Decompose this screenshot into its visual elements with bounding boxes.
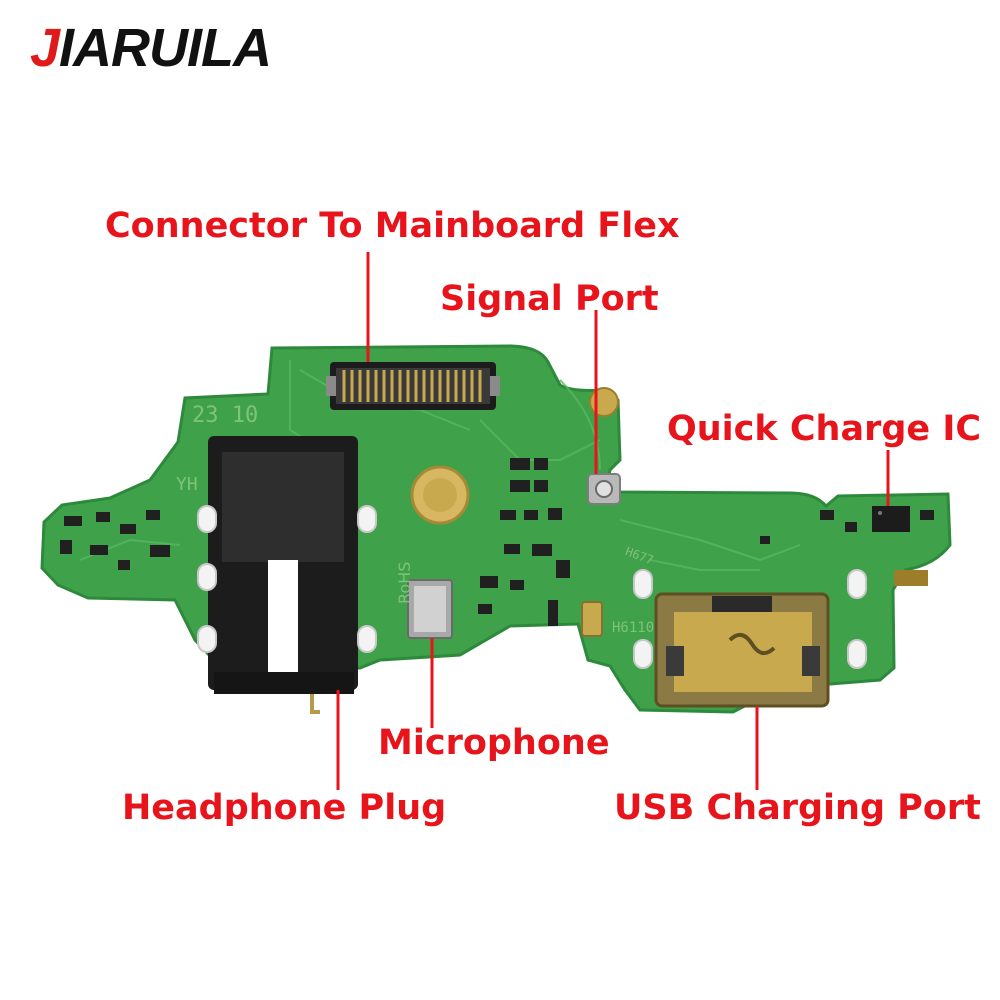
microphone-component [407, 579, 453, 639]
mounting-hole [410, 465, 470, 525]
label-connector: Connector To Mainboard Flex [105, 206, 680, 246]
date-code-text: 23 10 [192, 403, 258, 428]
chip-code-text: H6110 [612, 620, 654, 636]
flex-connector [326, 362, 500, 410]
label-usb: USB Charging Port [614, 788, 981, 828]
smd-components [60, 458, 934, 626]
signal-port [587, 473, 621, 505]
signal-pad [589, 387, 619, 417]
brand-logo-rest: IARUILA [59, 18, 272, 78]
quick-charge-ic [872, 506, 910, 532]
gold-capacitor [581, 601, 603, 637]
leader-lines [336, 252, 890, 790]
label-microphone: Microphone [378, 723, 610, 763]
board-holes [197, 505, 867, 669]
headphone-jack [208, 436, 358, 714]
side-mark-text: YH [176, 474, 198, 495]
usb-port [654, 592, 830, 708]
rohs-text: RoHS [395, 562, 414, 604]
brand-logo-initial: J [30, 18, 60, 78]
label-signal-port: Signal Port [440, 279, 659, 319]
label-quick-charge: Quick Charge IC [667, 409, 982, 449]
brand-logo: JIARUILA [30, 18, 272, 78]
label-headphone: Headphone Plug [122, 788, 447, 828]
